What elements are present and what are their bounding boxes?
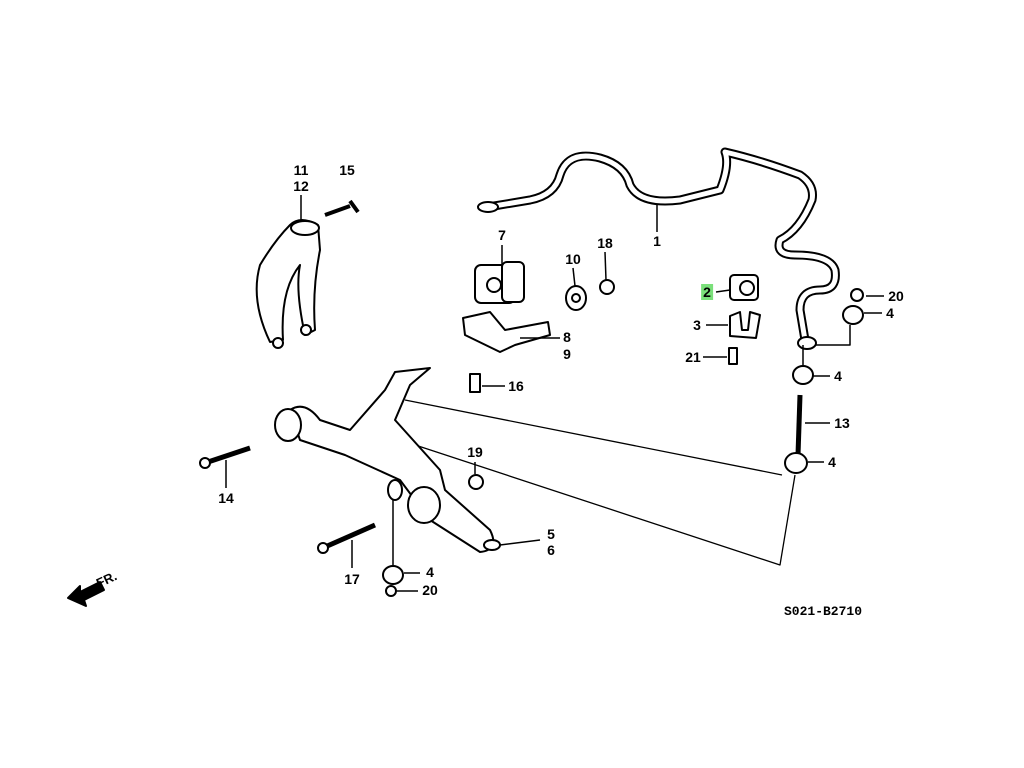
bolt-15 (324, 199, 360, 217)
part-label-14[interactable]: 14 (218, 490, 234, 506)
part-label-10[interactable]: 10 (565, 251, 581, 267)
part-label-11[interactable]: 11 (293, 162, 309, 178)
stabilizer-bar (487, 147, 840, 341)
part-label-21[interactable]: 21 (685, 349, 701, 365)
part-label-19[interactable]: 19 (467, 444, 483, 460)
washer-10 (565, 285, 587, 311)
part-label-3[interactable]: 3 (693, 317, 701, 333)
part-label-4[interactable]: 4 (834, 368, 842, 384)
fork-bracket (255, 219, 321, 343)
nut-20-bottom (385, 585, 397, 597)
part-label-7[interactable]: 7 (498, 227, 506, 243)
nut-19 (468, 474, 484, 490)
bolt-16 (469, 373, 481, 393)
front-arrow-icon (67, 581, 105, 607)
part-label-4[interactable]: 4 (426, 564, 434, 580)
part-label-2-highlighted[interactable]: 2 (701, 284, 713, 300)
bush-4-upper-right (842, 305, 864, 325)
lower-control-arm (289, 367, 495, 553)
part-label-16[interactable]: 16 (508, 378, 524, 394)
part-label-18[interactable]: 18 (597, 235, 613, 251)
bracket-8-9 (462, 311, 551, 353)
stabilizer-link-13 (795, 394, 803, 456)
holder-3 (729, 311, 761, 339)
part-label-17[interactable]: 17 (344, 571, 360, 587)
bolt-14 (207, 445, 251, 465)
bush-4-lower (784, 452, 808, 474)
part-label-13[interactable]: 13 (834, 415, 850, 431)
nut-20-right (850, 288, 864, 302)
bolt-21 (728, 347, 738, 365)
part-label-6[interactable]: 6 (547, 542, 555, 558)
nut-18 (599, 279, 615, 295)
part-label-4[interactable]: 4 (886, 305, 894, 321)
diagram-code: S021-B2710 (784, 604, 863, 619)
bush-4-mid (792, 365, 814, 385)
part-label-4[interactable]: 4 (828, 454, 836, 470)
part-label-20[interactable]: 20 (422, 582, 438, 598)
part-label-9[interactable]: 9 (563, 346, 571, 362)
part-label-5[interactable]: 5 (547, 526, 555, 542)
part-label-8[interactable]: 8 (563, 329, 571, 345)
bar-end-eye-right (797, 336, 817, 350)
bolt-17 (323, 522, 377, 550)
bush-4-bottom (382, 565, 404, 585)
part-label-15[interactable]: 15 (339, 162, 355, 178)
bar-end-eye-left (477, 201, 499, 213)
part-label-1[interactable]: 1 (653, 233, 661, 249)
part-label-12[interactable]: 12 (293, 178, 309, 194)
part-label-20[interactable]: 20 (888, 288, 904, 304)
